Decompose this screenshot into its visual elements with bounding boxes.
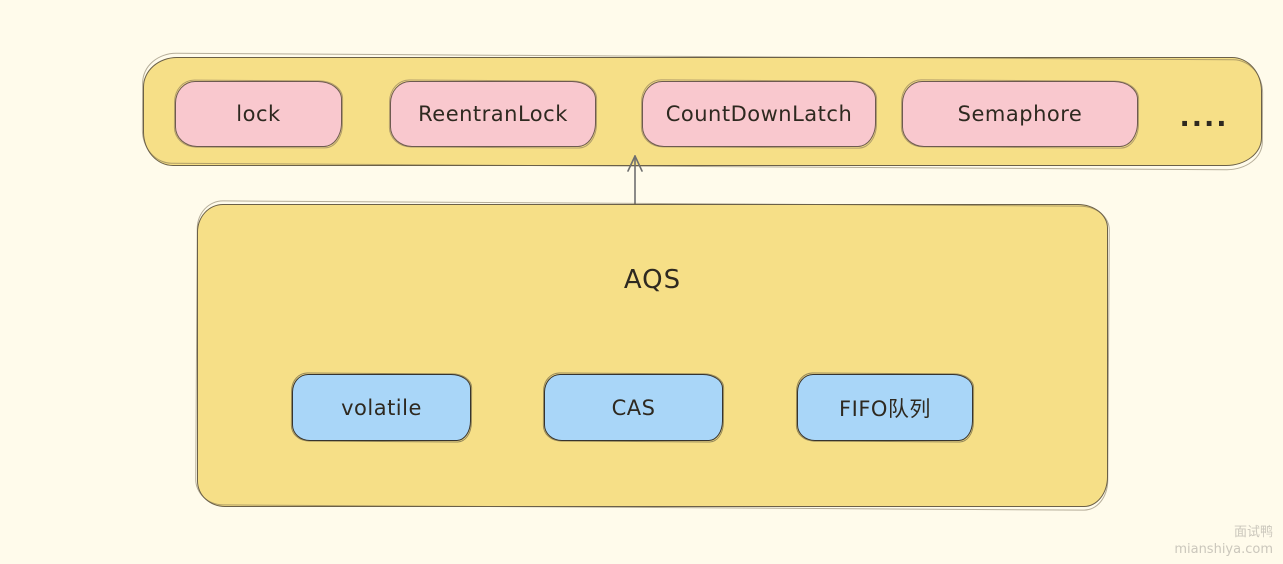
aqs-title: AQS: [623, 265, 682, 295]
node-semaphore: Semaphore: [902, 81, 1138, 147]
watermark-site: mianshiya.com: [1174, 542, 1273, 557]
node-fifo-queue: FIFO队列: [797, 374, 973, 441]
node-cas: CAS: [544, 374, 723, 441]
ellipsis-more-label: ....: [1179, 101, 1229, 133]
node-lock-label: lock: [236, 102, 281, 126]
node-semaphore-label: Semaphore: [957, 102, 1083, 126]
aqs-container: AQS volatile CAS FIFO队列: [197, 204, 1108, 507]
node-reentranlock-label: ReentranLock: [418, 102, 568, 126]
node-fifo-queue-label: FIFO队列: [839, 396, 931, 421]
node-countdownlatch-label: CountDownLatch: [665, 102, 853, 126]
watermark-brand: 面试鸭: [1233, 525, 1273, 540]
node-lock: lock: [175, 81, 342, 147]
watermark: 面试鸭 mianshiya.com: [1174, 524, 1273, 558]
node-volatile: volatile: [292, 374, 471, 441]
node-countdownlatch: CountDownLatch: [642, 81, 876, 147]
arrow-up-icon: [627, 155, 643, 208]
sync-tools-container: lock ReentranLock CountDownLatch Semapho…: [143, 57, 1262, 166]
node-reentranlock: ReentranLock: [390, 81, 596, 147]
node-volatile-label: volatile: [341, 395, 422, 420]
node-cas-label: CAS: [611, 395, 656, 420]
